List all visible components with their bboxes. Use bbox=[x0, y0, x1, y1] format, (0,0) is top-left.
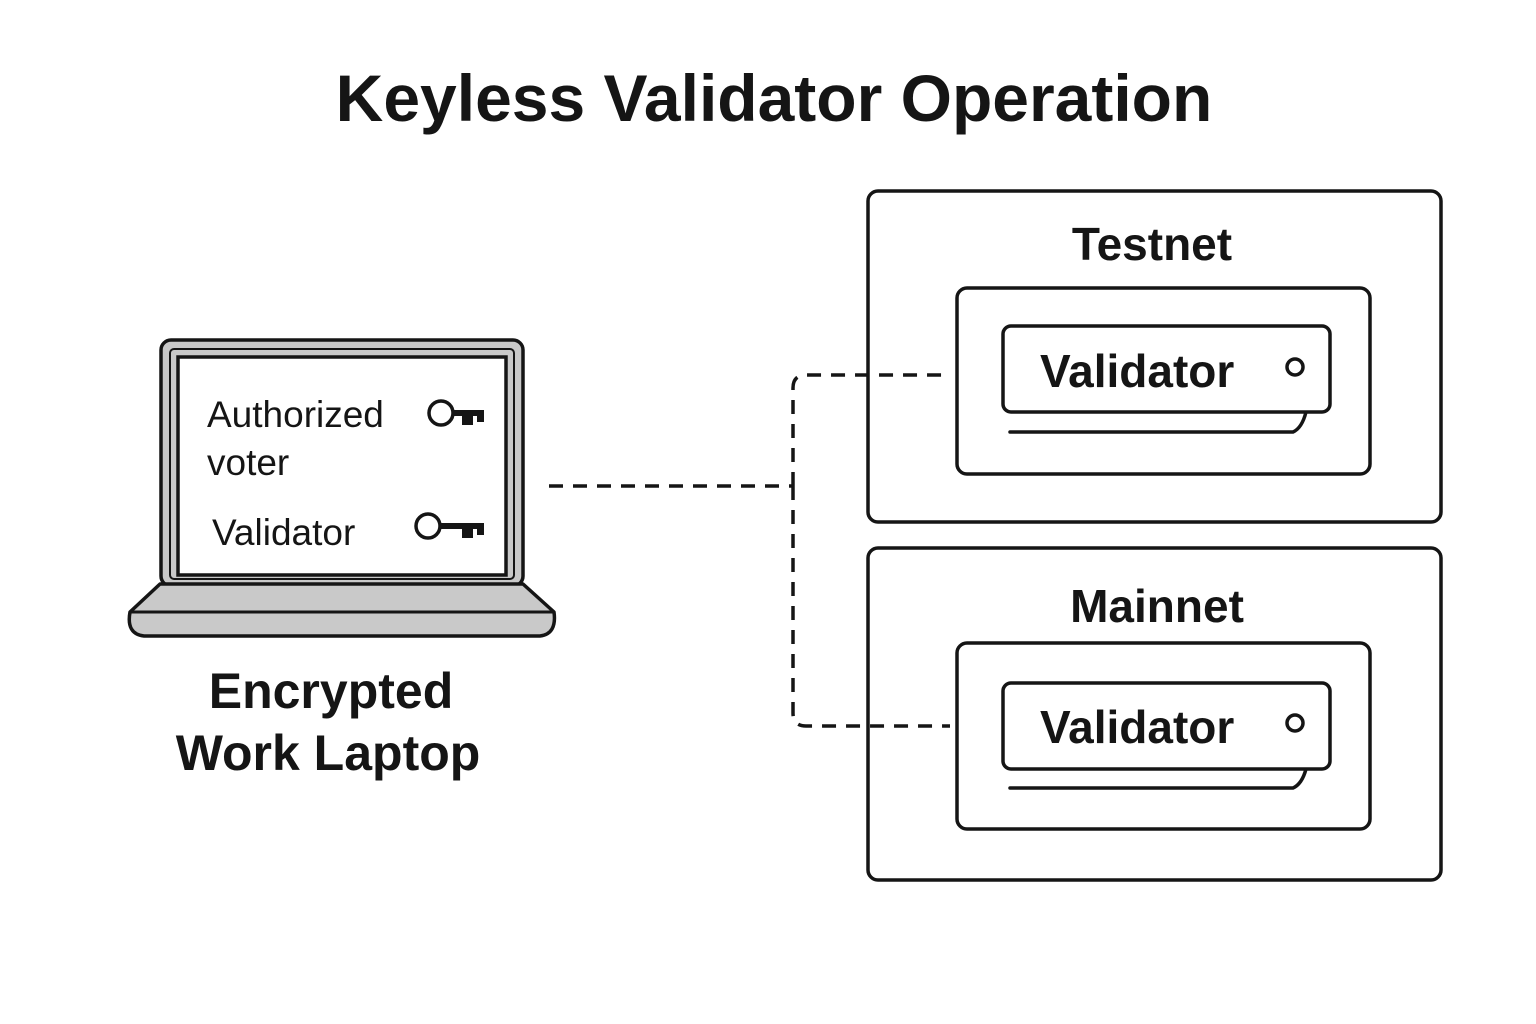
mainnet-panel: Mainnet Validator bbox=[866, 546, 1443, 882]
testnet-title: Testnet bbox=[1072, 218, 1232, 270]
validator-key-label: Validator bbox=[212, 512, 355, 553]
laptop-screen bbox=[176, 355, 508, 577]
validator-label: Validator bbox=[1040, 345, 1234, 397]
status-dot-icon bbox=[1285, 357, 1305, 377]
authorized-voter-label-line2: voter bbox=[207, 442, 289, 483]
mainnet-connector bbox=[791, 486, 950, 728]
mainnet-outer-box bbox=[866, 546, 1443, 882]
laptop-base bbox=[127, 582, 557, 638]
status-dot-icon bbox=[1285, 713, 1305, 733]
laptop-caption-line1: Encrypted bbox=[209, 663, 454, 719]
testnet-connector bbox=[791, 373, 950, 486]
laptop-caption-line2: Work Laptop bbox=[176, 725, 481, 781]
testnet-inner-box bbox=[955, 286, 1372, 476]
node-shadow bbox=[1008, 410, 1308, 434]
validator-card bbox=[1001, 681, 1332, 771]
node-shadow bbox=[1008, 767, 1308, 790]
encrypted-work-laptop: Authorized voter Validator Encrypted Wor… bbox=[127, 338, 557, 781]
testnet-validator-node: Validator bbox=[1001, 324, 1332, 434]
mainnet-inner-box bbox=[955, 641, 1372, 831]
connection-lines bbox=[549, 373, 950, 728]
laptop-bezel bbox=[169, 348, 515, 580]
validator-label: Validator bbox=[1040, 701, 1234, 753]
mainnet-title: Mainnet bbox=[1070, 580, 1244, 632]
key-icon bbox=[414, 512, 484, 540]
testnet-outer-box bbox=[866, 189, 1443, 524]
diagram-title: Keyless Validator Operation bbox=[336, 61, 1213, 135]
key-icon bbox=[427, 399, 484, 427]
validator-card bbox=[1001, 324, 1332, 414]
testnet-panel: Testnet Validator bbox=[866, 189, 1443, 524]
authorized-voter-label: Authorized bbox=[207, 394, 384, 435]
mainnet-validator-node: Validator bbox=[1001, 681, 1332, 790]
